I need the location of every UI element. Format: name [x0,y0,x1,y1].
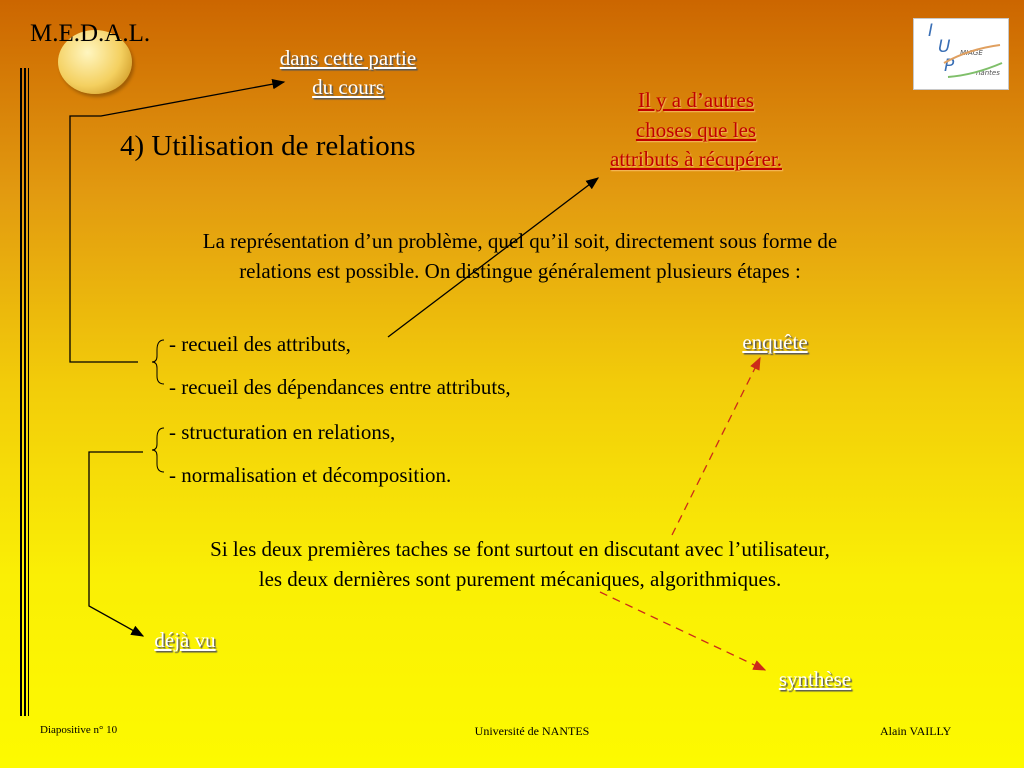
step-item: - recueil des attributs, [169,332,351,356]
arrow-to-synthese [599,591,767,671]
text-line: relations est possible. On distingue gén… [239,259,801,283]
link-synthese[interactable]: synthèse [778,667,852,691]
vertical-rule [20,68,22,716]
slide-title: M.E.D.A.L. [30,20,151,47]
vertical-rule [28,68,29,716]
link-line: choses que les [635,117,757,142]
step-item: - structuration en relations, [169,420,396,444]
link-line: du cours [312,75,384,99]
text-line: La représentation d’un problème, quel qu… [202,229,838,253]
brace-left [151,339,165,385]
link-line: attributs à récupérer. [610,147,782,171]
link-line: dans cette partie [279,46,417,70]
logo-letter: U [938,37,951,57]
intro-paragraph: La représentation d’un problème, quel qu… [110,226,930,286]
footer-author: Alain VAILLY [880,724,952,738]
logo-letter: P [944,56,955,76]
link-autres-choses[interactable]: Il y a d’autres choses que les attributs… [576,86,816,175]
link-dans-cette-partie[interactable]: dans cette partie du cours [248,44,448,102]
logo-swoosh-icon [943,44,1003,78]
text-line: les deux dernières sont purement mécaniq… [258,567,782,591]
iup-miage-logo: I U P MIAGE nantes [913,18,1009,90]
logo-letter: I [928,21,934,41]
vertical-rule [24,68,26,716]
link-deja-vu[interactable]: déjà vu [154,628,216,652]
link-line: Il y a d’autres [637,88,755,112]
outro-paragraph: Si les deux premières taches se font sur… [110,534,930,594]
step-item: - normalisation et décomposition. [169,463,452,487]
arrow-to-dans-cette-partie [69,79,286,363]
logo-text: nantes [976,69,1000,77]
text-line: Si les deux premières taches se font sur… [210,537,830,561]
brace-left [151,427,165,473]
step-item: - recueil des dépendances entre attribut… [169,375,511,399]
section-heading: 4) Utilisation de relations [120,130,416,162]
footer-university: Université de NANTES [474,724,590,738]
arrow-to-enquete [671,356,761,536]
logo-text: MIAGE [960,49,983,57]
footer-slide-number: Diapositive n° 10 [40,724,118,736]
link-enquete[interactable]: enquête [742,330,808,354]
